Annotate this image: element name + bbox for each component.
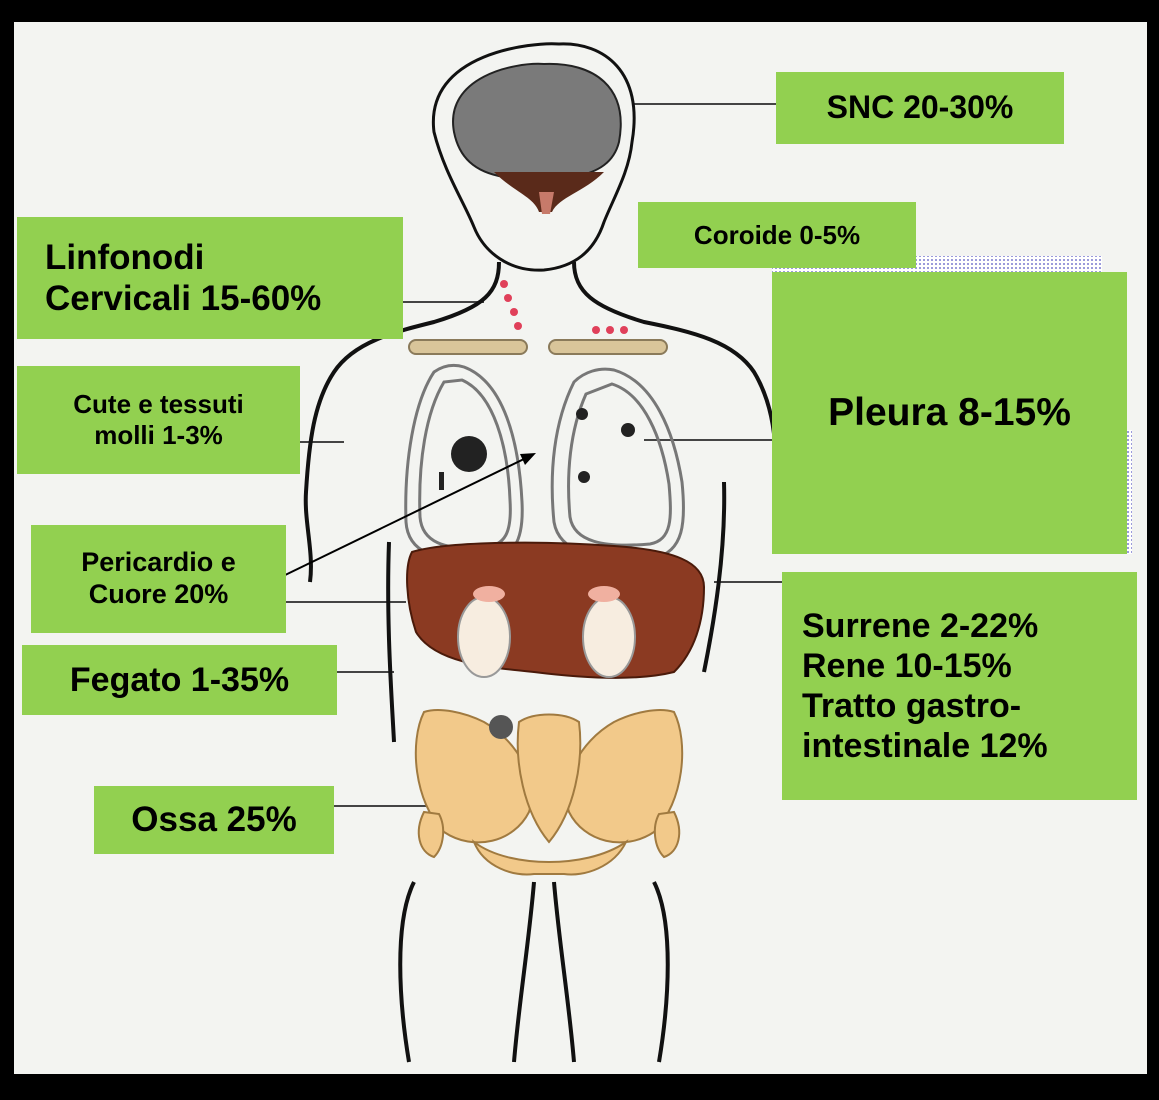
- label-cute-tessuti-molli: Cute e tessuti molli 1-3%: [17, 366, 300, 474]
- label-surrene-rene-tratto: Surrene 2-22% Rene 10-15% Tratto gastro-…: [782, 572, 1137, 800]
- clavicle-right: [549, 340, 667, 354]
- diagram-canvas: SNC 20-30% Coroide 0-5% Linfonodi Cervic…: [14, 22, 1147, 1074]
- label-pericardio-cuore: Pericardio e Cuore 20%: [31, 525, 286, 633]
- intestine-lesion: [489, 715, 513, 739]
- label-coroide: Coroide 0-5%: [638, 202, 916, 268]
- pelvis: [416, 710, 682, 874]
- label-ossa: Ossa 25%: [94, 786, 334, 854]
- clavicle-left: [409, 340, 527, 354]
- lungs: [406, 365, 684, 560]
- label-pleura: Pleura 8-15%: [772, 272, 1127, 554]
- brain: [453, 64, 621, 179]
- liver: [407, 543, 704, 678]
- label-snc: SNC 20-30%: [776, 72, 1064, 144]
- lung-lesions: [439, 408, 635, 490]
- label-fegato: Fegato 1-35%: [22, 645, 337, 715]
- label-linfonodi-cervicali: Linfonodi Cervicali 15-60%: [17, 217, 403, 339]
